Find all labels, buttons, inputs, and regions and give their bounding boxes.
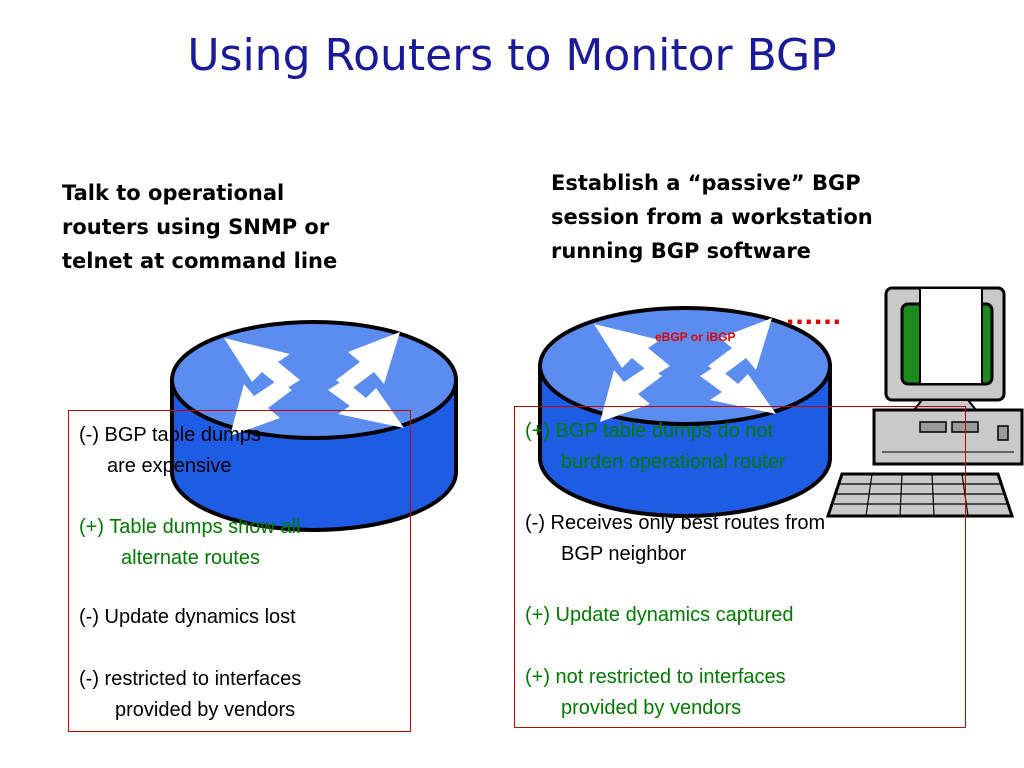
right-pros-cons-box — [514, 406, 966, 728]
left-item: (+) Table dumps show all alternate route… — [79, 512, 300, 574]
right-item-line: (-) Receives only best routes from — [525, 512, 826, 534]
left-item-line: (-) BGP table dumps — [79, 424, 261, 446]
left-item: (-) BGP table dumps are expensive — [79, 420, 261, 482]
left-item-line: (+) Table dumps show all — [79, 516, 301, 538]
router-icon — [538, 306, 832, 518]
right-item-line: (+) not restricted to interfaces — [525, 666, 786, 688]
left-item-line: alternate routes — [121, 547, 260, 569]
left-heading: Talk to operational routers using SNMP o… — [62, 176, 337, 278]
right-item-line: provided by vendors — [561, 697, 742, 719]
left-item-line: provided by vendors — [115, 699, 296, 721]
left-item: (-) Update dynamics lost — [79, 602, 296, 633]
left-pros-cons-box — [68, 410, 411, 732]
left-heading-line: telnet at command line — [62, 249, 338, 273]
right-item: (+) not restricted to interfaces provide… — [525, 662, 786, 724]
left-item-line: (-) restricted to interfaces — [79, 668, 302, 690]
right-item: (+) Update dynamics captured — [525, 600, 793, 631]
left-item: (-) restricted to interfaces provided by… — [79, 664, 301, 726]
right-item-line: (+) BGP table dumps do not — [525, 420, 774, 442]
workstation-computer-icon — [825, 286, 1024, 518]
right-item-line: BGP neighbor — [561, 543, 687, 565]
right-item-line: burden operational router — [561, 451, 786, 473]
right-heading-line: Establish a “passive” BGP — [551, 171, 861, 195]
right-item-line: (+) Update dynamics captured — [525, 604, 794, 626]
right-item: (+) BGP table dumps do not burden operat… — [525, 416, 786, 478]
left-heading-line: routers using SNMP or — [62, 215, 330, 239]
right-item: (-) Receives only best routes from BGP n… — [525, 508, 825, 570]
router-icon — [170, 320, 458, 532]
left-heading-line: Talk to operational — [62, 181, 285, 205]
right-heading-line: session from a workstation — [551, 205, 873, 229]
slide-title: Using Routers to Monitor BGP — [187, 30, 837, 81]
left-item-line: (-) Update dynamics lost — [79, 606, 296, 628]
session-type-label: eBGP or iBGP — [655, 330, 736, 344]
right-heading: Establish a “passive” BGP session from a… — [551, 166, 873, 268]
right-heading-line: running BGP software — [551, 239, 811, 263]
left-item-line: are expensive — [107, 455, 232, 477]
bgp-session-link: ...... — [786, 298, 843, 331]
